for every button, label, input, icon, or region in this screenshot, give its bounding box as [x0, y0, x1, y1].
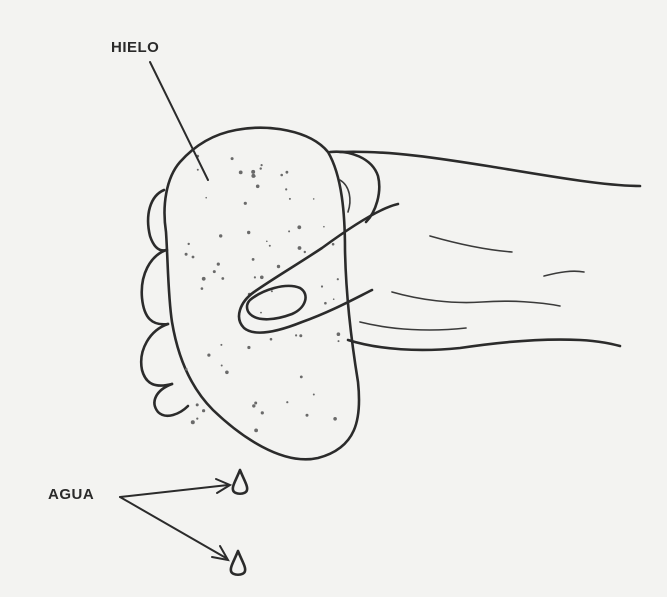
- ice-speckle: [252, 258, 255, 261]
- ice-speckle: [260, 312, 262, 314]
- ice-speckle: [277, 265, 280, 268]
- ice-speckle: [207, 354, 210, 357]
- ice-speckle: [197, 169, 199, 171]
- palm-crease-4: [544, 271, 584, 276]
- ice-speckle: [261, 411, 264, 414]
- ice-speckle: [191, 420, 195, 424]
- ice-speckle: [185, 368, 188, 371]
- ice-speckle: [323, 226, 325, 228]
- ice-speckle: [221, 277, 224, 280]
- ice-speckle: [260, 276, 264, 280]
- ice-speckle: [333, 417, 337, 421]
- finger-little: [154, 384, 188, 416]
- palm-crease-2: [360, 322, 466, 330]
- ice-speckle: [266, 241, 268, 243]
- ice-speckle: [289, 198, 291, 200]
- ice-speckle: [338, 340, 340, 342]
- ice-speckle: [300, 376, 303, 379]
- ice-speckle: [192, 256, 195, 259]
- ice-speckle: [254, 429, 258, 433]
- ice-speckle: [321, 285, 323, 287]
- finger-ring: [141, 324, 172, 386]
- ice-speckle: [337, 278, 339, 280]
- ice-speckle: [313, 198, 315, 200]
- ice-speckle: [298, 246, 302, 250]
- ice-speckle: [332, 243, 335, 246]
- ice-speckle: [304, 251, 306, 253]
- ice-speckle: [306, 414, 309, 417]
- ice-speckle: [251, 174, 255, 178]
- water-arrow-upper: [120, 479, 230, 497]
- forearm-top: [340, 152, 640, 186]
- ice-speckle: [261, 164, 263, 166]
- ice-speckle: [251, 170, 255, 174]
- water-arrow-lower: [120, 497, 228, 560]
- ice-speckle: [286, 171, 289, 174]
- ice-speckle: [219, 234, 222, 237]
- water-label: AGUA: [48, 487, 94, 502]
- ice-speckle: [196, 403, 199, 406]
- ice-speckle: [337, 332, 341, 336]
- palm-crease-3: [430, 236, 512, 252]
- ice-speckle: [299, 334, 302, 337]
- ice-speckle: [297, 225, 301, 229]
- ice-speckle: [225, 371, 229, 375]
- ice-speckle: [196, 418, 198, 420]
- ice-speckle: [313, 394, 315, 396]
- ice-speckle: [286, 401, 288, 403]
- ice-speckle: [269, 245, 271, 247]
- ice-speckle: [324, 302, 327, 305]
- ice-label: HIELO: [111, 40, 159, 55]
- ice-speckle: [244, 202, 247, 205]
- palm-crease-1: [392, 292, 560, 306]
- ice-speckle: [202, 277, 206, 281]
- ice-speckle: [201, 287, 204, 290]
- ice-speckle: [217, 263, 220, 266]
- ice-speckle: [247, 231, 250, 234]
- ice-speckle: [271, 290, 273, 292]
- hand-knuckles: [330, 152, 379, 222]
- water-drop-upper: [233, 470, 247, 494]
- ice-speckle: [252, 404, 255, 407]
- ice-speckle: [254, 402, 257, 405]
- ice-speckle: [295, 334, 297, 336]
- ice-speckle: [221, 365, 223, 367]
- ice-speckle: [185, 253, 188, 256]
- thumb: [239, 204, 398, 333]
- finger-middle: [142, 250, 168, 324]
- ice-speckle: [213, 270, 216, 273]
- ice-speckle: [202, 409, 205, 412]
- ice-speckle: [254, 276, 256, 278]
- ice-speckle: [231, 157, 234, 160]
- ice-speckle: [205, 197, 207, 199]
- ice-speckle: [260, 167, 262, 169]
- ice-speckle: [288, 230, 290, 232]
- ice-speckle: [280, 174, 283, 177]
- ice-speckle: [220, 344, 222, 346]
- ice-speckle: [333, 298, 335, 300]
- ice-speckle: [239, 171, 243, 175]
- water-drop-lower: [231, 551, 245, 575]
- ice-speckle: [285, 188, 287, 190]
- ice-speckle: [188, 243, 190, 245]
- ice-speckle: [256, 185, 260, 189]
- ice-speckle: [270, 338, 273, 341]
- ice-speckle: [247, 346, 250, 349]
- palm-lower: [348, 339, 620, 349]
